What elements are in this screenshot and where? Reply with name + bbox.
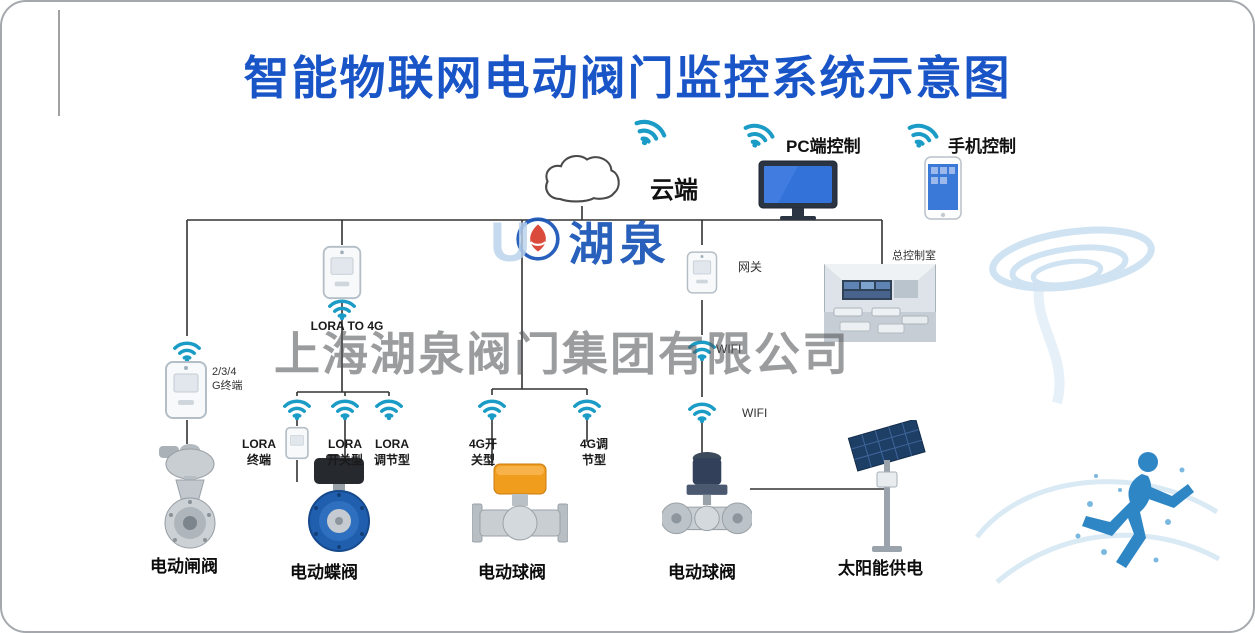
- watermark-logo: U 湖泉: [490, 208, 670, 274]
- g4-regulator-label: 4G调 节型: [579, 437, 608, 467]
- butterfly-valve-label: 电动蝶阀: [290, 563, 358, 582]
- solar-panel-image: [844, 418, 930, 559]
- cloud-icon: [540, 148, 624, 208]
- wifi-icon-4g-regulator: [570, 394, 604, 425]
- ball-valve-2-label: 电动球阀: [668, 563, 736, 582]
- wifi-icon-cloud: [624, 108, 674, 157]
- runner-decoration: [1060, 440, 1210, 590]
- wifi-icon-4g-switch: [475, 394, 509, 425]
- terminal-234g-module-icon: [164, 360, 208, 425]
- terminal-234g-label: 2/3/4 G终端: [212, 366, 243, 393]
- scan-artifact-line: [58, 10, 60, 116]
- lora-terminal-module-icon: [285, 426, 309, 465]
- ball-valve-2-image: [660, 450, 754, 557]
- pc-control-label: PC端控制: [786, 137, 861, 156]
- logo-circle-icon: [514, 215, 562, 268]
- wifi-mid-label: WIFI: [716, 342, 742, 356]
- butterfly-valve-image: [296, 454, 382, 559]
- control-room-label: 总控制室: [892, 250, 936, 262]
- watermark-logo-text: 湖泉: [568, 218, 671, 270]
- lora-regulator-label: LORA 调节型: [373, 437, 410, 467]
- gate-valve-image: [144, 440, 236, 555]
- cloud-label: 云端: [650, 177, 698, 204]
- company-watermark: 上海湖泉阀门集团有限公司: [274, 328, 850, 380]
- wifi-icon-mobile: [899, 113, 944, 157]
- monitor-icon: [758, 160, 838, 227]
- wifi-icon-lora-regulator: [372, 394, 406, 425]
- g4-switch-label: 4G开 关型: [468, 437, 497, 467]
- wifi-icon-lora-to-4g: [324, 294, 360, 325]
- ball-valve-1-image: [471, 462, 569, 559]
- gate-valve-label: 电动闸阀: [150, 557, 218, 576]
- wifi-icon-mid: [684, 335, 720, 366]
- control-room-image: [824, 264, 936, 347]
- lora-to-4g-label: LORA TO 4G: [310, 319, 384, 333]
- gateway-label: 网关: [738, 260, 763, 274]
- mobile-control-label: 手机控制: [948, 137, 1016, 156]
- vortex-decoration: [977, 207, 1157, 407]
- solar-power-label: 太阳能供电: [838, 559, 923, 578]
- wifi-icon-lora-switch: [328, 394, 362, 425]
- wifi-icon-low: [684, 397, 720, 428]
- lora-to-4g-module-icon: [320, 245, 364, 305]
- wifi-icon-lora-terminal: [280, 394, 314, 425]
- gateway-module-icon: [686, 245, 718, 305]
- lora-switch-label: LORA 开关型: [326, 437, 363, 467]
- logo-u-glyph: U: [490, 209, 531, 273]
- page-title: 智能物联网电动阀门监控系统示意图: [243, 52, 1012, 104]
- phone-icon: [924, 156, 962, 225]
- lora-terminal-label: LORA 终端: [242, 437, 276, 467]
- ball-valve-1-label: 电动球阀: [478, 563, 546, 582]
- wifi-low-label: WIFI: [742, 406, 768, 420]
- wifi-icon-pc: [735, 113, 780, 157]
